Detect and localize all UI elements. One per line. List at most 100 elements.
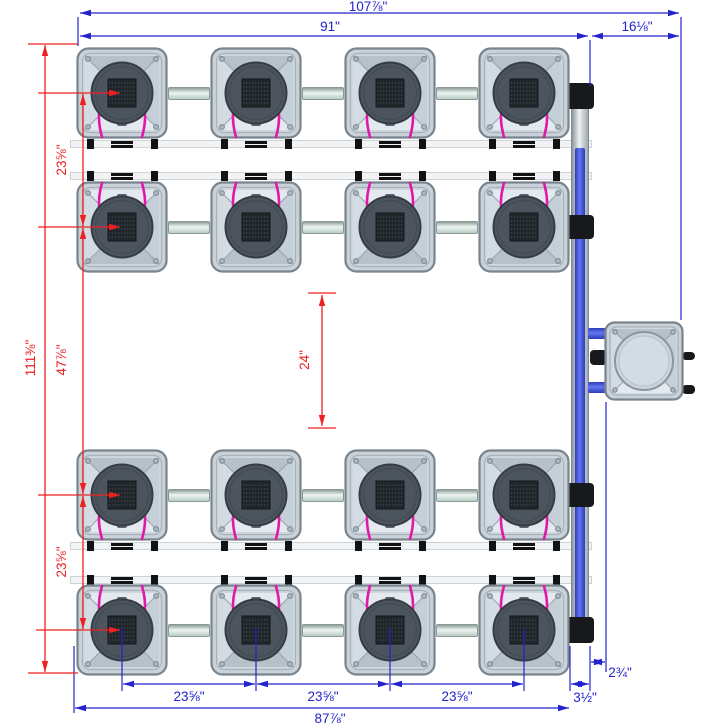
hose-clamp xyxy=(150,575,158,585)
hose-clamp xyxy=(220,171,228,181)
manifold-blue-pipe xyxy=(575,148,585,620)
hose-clamp xyxy=(552,171,560,181)
drain-rail xyxy=(70,140,592,148)
drain-rail xyxy=(70,172,592,180)
pipe-coupling-mark xyxy=(379,546,401,550)
pipe-coupling-mark xyxy=(245,580,267,584)
hose-clamp xyxy=(86,171,94,181)
hose-clamp xyxy=(150,139,158,149)
pipe-coupling-mark xyxy=(245,546,267,550)
pipe-coupling-mark xyxy=(245,176,267,180)
pipe-coupling-mark xyxy=(513,546,535,550)
pipe-coupling-mark xyxy=(513,140,535,144)
hose-clamp xyxy=(552,541,560,551)
pipe-coupling-mark xyxy=(245,140,267,144)
hose-clamp xyxy=(418,575,426,585)
hose-clamp xyxy=(552,139,560,149)
interconnect-pipe xyxy=(168,86,210,100)
grow-pot xyxy=(478,449,570,541)
hose-clamp xyxy=(284,575,292,585)
grow-pot xyxy=(344,449,436,541)
hose-clamp xyxy=(354,139,362,149)
dim-label-bottom-seg3: 23⅝" xyxy=(441,689,472,704)
interconnect-pipe xyxy=(436,488,478,502)
pipe-coupling-mark xyxy=(513,542,535,546)
pipe-coupling-mark xyxy=(379,580,401,584)
pipe-coupling-mark xyxy=(379,542,401,546)
interconnect-pipe xyxy=(168,623,210,637)
grow-pot xyxy=(344,181,436,273)
pipe-coupling-mark xyxy=(111,144,133,148)
grow-pot xyxy=(478,47,570,139)
hose-clamp xyxy=(220,139,228,149)
drain-rail xyxy=(70,542,592,550)
pipe-coupling-mark xyxy=(513,172,535,176)
pipe-coupling-mark xyxy=(111,172,133,176)
grow-pot xyxy=(210,449,302,541)
grow-pot xyxy=(478,181,570,273)
dim-label-bottom-total: 87⅞" xyxy=(314,711,345,726)
pipe-coupling-mark xyxy=(111,542,133,546)
pipe-coupling-mark xyxy=(379,144,401,148)
reservoir-module xyxy=(604,321,684,401)
red-dimension-lines xyxy=(41,45,326,672)
hose-clamp xyxy=(552,575,560,585)
grow-pot xyxy=(210,584,302,676)
grow-pot xyxy=(210,181,302,273)
drain-rail xyxy=(70,576,592,584)
hose-clamp xyxy=(354,171,362,181)
pipe-coupling-mark xyxy=(513,576,535,580)
hose-clamp xyxy=(418,541,426,551)
hose-clamp xyxy=(418,139,426,149)
dim-label-left-seg2: 47⅞" xyxy=(54,344,69,375)
pipe-coupling-mark xyxy=(111,580,133,584)
dim-label-pipe-offset: 3½" xyxy=(573,690,597,705)
pipe-coupling-mark xyxy=(379,176,401,180)
interconnect-pipe xyxy=(302,86,344,100)
grow-pot xyxy=(344,47,436,139)
pipe-coupling-mark xyxy=(245,542,267,546)
hose-clamp xyxy=(488,139,496,149)
reservoir-side-stub xyxy=(682,352,695,360)
interconnect-pipe xyxy=(302,488,344,502)
interconnect-pipe xyxy=(302,623,344,637)
hose-clamp xyxy=(220,575,228,585)
interconnect-pipe xyxy=(436,220,478,234)
hose-clamp xyxy=(354,541,362,551)
reservoir-blue-connector xyxy=(588,328,606,339)
hose-clamp xyxy=(284,541,292,551)
hose-clamp xyxy=(418,171,426,181)
hose-clamp xyxy=(488,171,496,181)
reservoir-blue-connector xyxy=(588,382,606,393)
hose-clamp xyxy=(86,541,94,551)
interconnect-pipe xyxy=(302,220,344,234)
grow-pot xyxy=(210,47,302,139)
hose-clamp xyxy=(354,575,362,585)
pipe-coupling-mark xyxy=(513,176,535,180)
dim-label-reservoir-offset: 2¾" xyxy=(608,665,632,680)
dim-label-top-total: 107⅞" xyxy=(349,0,388,14)
pipe-coupling-mark xyxy=(513,580,535,584)
hose-clamp xyxy=(86,575,94,585)
interconnect-pipe xyxy=(436,623,478,637)
pipe-coupling-mark xyxy=(111,546,133,550)
dim-label-left-seg3: 23⅝" xyxy=(54,546,69,577)
interconnect-pipe xyxy=(436,86,478,100)
pipe-coupling-mark xyxy=(379,172,401,176)
pipe-coupling-mark xyxy=(513,144,535,148)
pipe-coupling-mark xyxy=(111,140,133,144)
interconnect-pipe xyxy=(168,220,210,234)
dim-label-left-total: 111⅜" xyxy=(23,340,38,377)
hose-clamp xyxy=(150,171,158,181)
blue-extension-lines xyxy=(73,17,682,713)
dim-label-top-right: 16⅛" xyxy=(621,19,652,34)
pipe-coupling-mark xyxy=(245,576,267,580)
pipe-coupling-mark xyxy=(245,144,267,148)
reservoir-side-stub xyxy=(682,385,695,394)
dim-label-bottom-seg1: 23⅝" xyxy=(173,689,204,704)
hose-clamp xyxy=(488,575,496,585)
dim-label-center-gap: 24" xyxy=(297,350,312,370)
hose-clamp xyxy=(220,541,228,551)
